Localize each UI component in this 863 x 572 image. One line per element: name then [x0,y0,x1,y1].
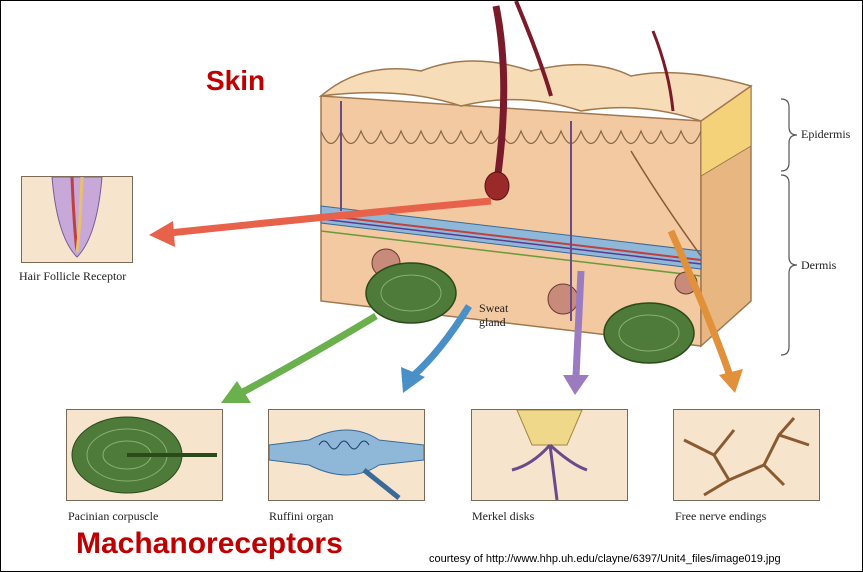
ruffini-arrow [401,306,469,393]
merkel-arrow [563,271,589,395]
pacinian-arrow [221,316,376,403]
image-credit: courtesy of http://www.hhp.uh.edu/clayne… [429,553,781,565]
free-nerve-arrow [671,231,743,393]
hair-follicle-arrow [149,201,491,247]
